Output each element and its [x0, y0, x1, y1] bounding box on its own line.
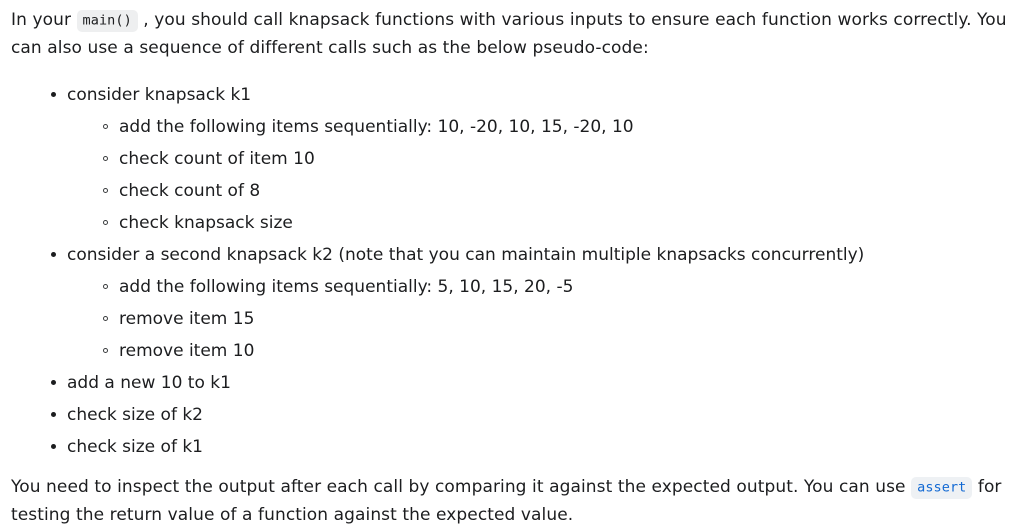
inline-code-assert: assert	[911, 476, 973, 499]
list-item-label: check count of item 10	[119, 149, 315, 169]
bullet-circle-icon	[103, 124, 108, 129]
bullet-circle-icon	[103, 348, 108, 353]
intro-text-after-code: , you should call knapsack functions wit…	[11, 10, 1007, 58]
list-item-label: check count of 8	[119, 181, 261, 201]
list-item-label: remove item 10	[119, 341, 255, 361]
list-item-label: remove item 15	[119, 309, 255, 329]
list-item-label: check knapsack size	[119, 213, 293, 233]
list-item: add a new 10 to k1	[51, 371, 1010, 395]
bullet-disc-icon	[51, 412, 56, 417]
list-item: consider a second knapsack k2 (note that…	[51, 243, 1010, 363]
pseudocode-sublist: add the following items sequentially: 5,…	[67, 275, 1010, 363]
list-item: consider knapsack k1 add the following i…	[51, 83, 1010, 235]
outro-text-before-code: You need to inspect the output after eac…	[11, 477, 912, 497]
list-item: remove item 10	[103, 339, 1010, 363]
outro-paragraph: You need to inspect the output after eac…	[11, 473, 1010, 529]
bullet-circle-icon	[103, 188, 108, 193]
pseudocode-list: consider knapsack k1 add the following i…	[11, 83, 1010, 459]
pseudocode-sublist: add the following items sequentially: 10…	[67, 115, 1010, 235]
bullet-circle-icon	[103, 220, 108, 225]
bullet-disc-icon	[51, 92, 56, 97]
list-item: check knapsack size	[103, 211, 1010, 235]
list-item: check size of k1	[51, 435, 1010, 459]
bullet-disc-icon	[51, 444, 56, 449]
outro-text-after-code: for testing the return value of a functi…	[11, 477, 1002, 525]
inline-code-main: main()	[76, 9, 138, 32]
list-item-label: consider knapsack k1	[67, 85, 252, 105]
bullet-disc-icon	[51, 380, 56, 385]
list-item-label: add the following items sequentially: 5,…	[119, 277, 574, 297]
list-item: check size of k2	[51, 403, 1010, 427]
list-item-label: consider a second knapsack k2 (note that…	[67, 245, 865, 265]
intro-paragraph: In your main() , you should call knapsac…	[11, 6, 1010, 62]
list-item: remove item 15	[103, 307, 1010, 331]
list-item: add the following items sequentially: 5,…	[103, 275, 1010, 299]
bullet-circle-icon	[103, 316, 108, 321]
list-item-label: add a new 10 to k1	[67, 373, 231, 393]
list-item-label: check size of k2	[67, 405, 203, 425]
list-item: add the following items sequentially: 10…	[103, 115, 1010, 139]
list-item: check count of 8	[103, 179, 1010, 203]
bullet-circle-icon	[103, 284, 108, 289]
list-item-label: check size of k1	[67, 437, 203, 457]
bullet-disc-icon	[51, 252, 56, 257]
intro-text-before-code: In your	[11, 10, 77, 30]
list-item: check count of item 10	[103, 147, 1010, 171]
list-item-label: add the following items sequentially: 10…	[119, 117, 634, 137]
bullet-circle-icon	[103, 156, 108, 161]
